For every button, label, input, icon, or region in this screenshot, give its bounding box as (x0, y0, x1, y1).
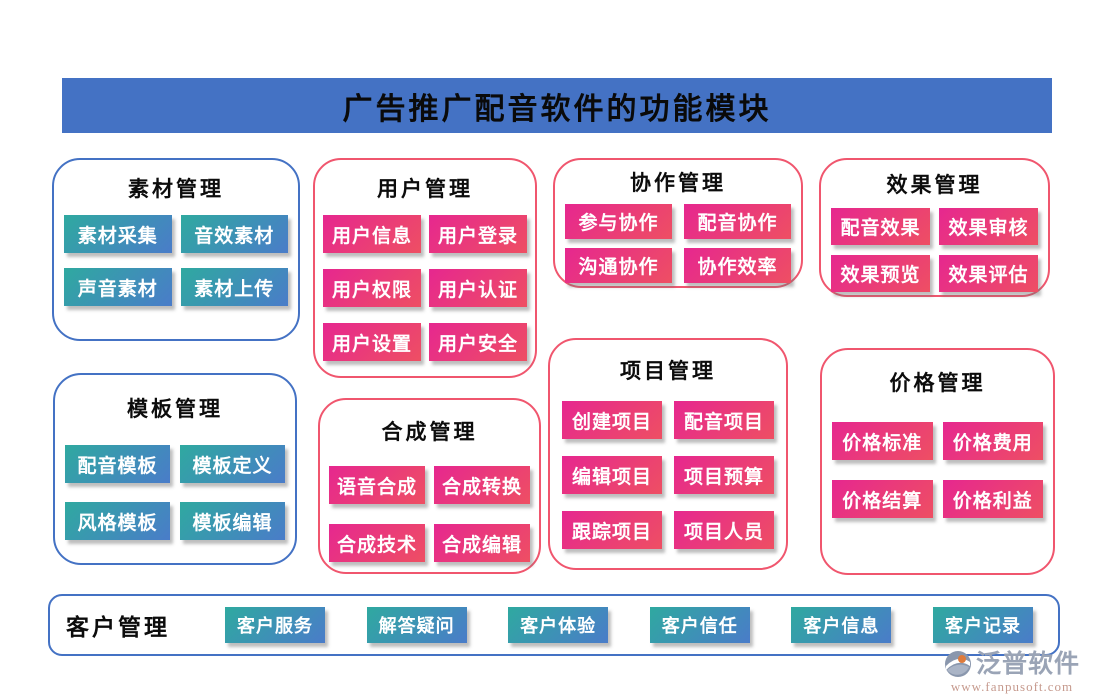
module-button[interactable]: 编辑项目 (562, 456, 662, 494)
panel-title: 合成管理 (381, 420, 478, 444)
title-banner: 广告推广配音软件的功能模块 (62, 78, 1052, 133)
module-button[interactable]: 素材采集 (64, 215, 172, 253)
button-grid: 参与协作 配音协作 沟通协作 协作效率 (555, 204, 801, 283)
module-button[interactable]: 价格费用 (942, 422, 1043, 460)
module-button[interactable]: 配音项目 (674, 401, 774, 439)
panel-title: 素材管理 (128, 177, 224, 201)
module-button[interactable]: 价格标准 (832, 422, 933, 460)
module-button[interactable]: 解答疑问 (366, 607, 467, 643)
panel-synthesis-management: 合成管理 语音合成 合成转换 合成技术 合成编辑 (318, 398, 541, 574)
panel-title: 用户管理 (377, 177, 473, 201)
button-grid: 素材采集 音效素材 声音素材 素材上传 (54, 215, 298, 306)
module-button[interactable]: 客户信任 (649, 607, 750, 643)
module-button[interactable]: 客户服务 (225, 607, 325, 643)
fanpu-swirl-icon (944, 650, 972, 678)
module-button[interactable]: 客户信息 (791, 607, 892, 643)
module-button[interactable]: 合成转换 (434, 466, 530, 504)
module-button[interactable]: 用户登录 (429, 215, 527, 253)
button-grid: 配音效果 效果审核 效果预览 效果评估 (821, 208, 1048, 292)
module-button[interactable]: 参与协作 (565, 204, 672, 239)
page-title: 广告推广配音软件的功能模块 (342, 92, 772, 126)
module-button[interactable]: 素材上传 (180, 268, 288, 306)
panel-title: 效果管理 (886, 173, 983, 197)
brand-name: 泛普软件 (975, 650, 1080, 678)
panel-title: 价格管理 (889, 371, 986, 395)
panel-title: 项目管理 (620, 359, 716, 383)
button-grid: 创建项目 配音项目 编辑项目 项目预算 跟踪项目 项目人员 (550, 401, 786, 549)
panel-user-management: 用户管理 用户信息 用户登录 用户权限 用户认证 用户设置 用户安全 (313, 158, 537, 378)
module-button[interactable]: 客户体验 (508, 607, 609, 643)
module-button[interactable]: 项目预算 (674, 456, 774, 494)
button-grid: 语音合成 合成转换 合成技术 合成编辑 (320, 466, 539, 562)
panel-price-management: 价格管理 价格标准 价格费用 价格结算 价格利益 (820, 348, 1055, 575)
module-button[interactable]: 效果评估 (939, 255, 1038, 292)
button-grid: 价格标准 价格费用 价格结算 价格利益 (822, 422, 1053, 518)
module-button[interactable]: 用户认证 (429, 269, 527, 307)
module-button[interactable]: 合成技术 (329, 524, 425, 562)
button-grid: 用户信息 用户登录 用户权限 用户认证 用户设置 用户安全 (315, 215, 535, 361)
module-button[interactable]: 效果预览 (831, 255, 930, 292)
module-button[interactable]: 音效素材 (180, 215, 288, 253)
module-button[interactable]: 价格利益 (942, 480, 1043, 518)
module-button[interactable]: 用户安全 (429, 323, 527, 361)
panel-effect-management: 效果管理 配音效果 效果审核 效果预览 效果评估 (819, 158, 1050, 297)
module-button[interactable]: 用户信息 (323, 215, 421, 253)
module-button[interactable]: 风格模板 (65, 502, 170, 540)
module-button[interactable]: 用户设置 (323, 323, 421, 361)
module-button[interactable]: 效果审核 (939, 208, 1038, 245)
module-button[interactable]: 跟踪项目 (562, 511, 662, 549)
button-grid: 配音模板 模板定义 风格模板 模板编辑 (55, 445, 295, 540)
module-button[interactable]: 项目人员 (674, 511, 774, 549)
module-button[interactable]: 配音模板 (65, 445, 170, 483)
panel-template-management: 模板管理 配音模板 模板定义 风格模板 模板编辑 (53, 373, 297, 565)
panel-title: 客户管理 (66, 615, 170, 640)
panel-project-management: 项目管理 创建项目 配音项目 编辑项目 项目预算 跟踪项目 项目人员 (548, 338, 788, 570)
module-button[interactable]: 模板编辑 (180, 502, 285, 540)
module-button[interactable]: 配音效果 (831, 208, 930, 245)
module-button[interactable]: 价格结算 (832, 480, 933, 518)
panel-material-management: 素材管理 素材采集 音效素材 声音素材 素材上传 (52, 158, 300, 341)
module-button[interactable]: 用户权限 (323, 269, 421, 307)
module-button[interactable]: 语音合成 (329, 466, 425, 504)
panel-title: 模板管理 (127, 397, 223, 421)
panel-customer-management: 客户管理 客户服务 解答疑问 客户体验 客户信任 客户信息 客户记录 (48, 594, 1060, 656)
brand-watermark: 泛普软件 www.fanpusoft.com (932, 650, 1092, 695)
panel-title: 协作管理 (630, 171, 726, 195)
module-button[interactable]: 模板定义 (180, 445, 285, 483)
module-button[interactable]: 客户记录 (932, 607, 1033, 643)
button-row: 客户服务 解答疑问 客户体验 客户信任 客户信息 客户记录 (225, 607, 1033, 643)
module-button[interactable]: 声音素材 (64, 268, 172, 306)
module-button[interactable]: 合成编辑 (434, 524, 530, 562)
panel-collaboration-management: 协作管理 参与协作 配音协作 沟通协作 协作效率 (553, 158, 803, 288)
module-button[interactable]: 创建项目 (562, 401, 662, 439)
brand-url: www.fanpusoft.com (950, 679, 1074, 694)
module-button[interactable]: 协作效率 (684, 248, 791, 283)
module-button[interactable]: 配音协作 (684, 204, 791, 239)
module-button[interactable]: 沟通协作 (565, 248, 672, 283)
